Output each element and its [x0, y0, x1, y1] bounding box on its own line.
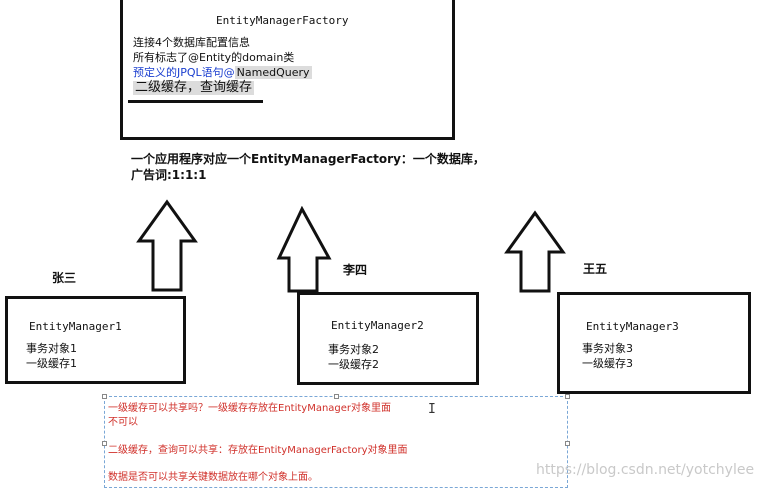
- factory-line-jpql: 预定义的JPQL语句@NamedQuery: [133, 66, 312, 80]
- factory-line-entity-classes: 所有标志了@Entity的domain类: [133, 51, 295, 64]
- factory-line-jpql-text: 预定义的JPQL语句@: [133, 66, 235, 79]
- note-line-1: 一级缓存可以共享吗？一级缓存存放在EntityManager对象里面: [108, 403, 392, 414]
- entity-manager-2-box: [297, 292, 479, 385]
- note-line-2: 不可以: [108, 417, 138, 428]
- note-line-4: 数据是否可以共享关键数据放在哪个对象上面。: [108, 472, 318, 483]
- up-arrow-1: [136, 199, 198, 292]
- caption-line-2: 广告词:1:1:1: [131, 168, 207, 182]
- entity-manager-3-box: [557, 292, 751, 394]
- note-line-3: 二级缓存，查询可以共享：存放在EntityManagerFactory对象里面: [108, 445, 408, 456]
- watermark: https://blog.csdn.net/yotchylee: [536, 462, 755, 478]
- entity-manager-3-title: EntityManager3: [586, 320, 679, 333]
- caption-line-1: 一个应用程序对应一个EntityManagerFactory：一个数据库，: [131, 152, 485, 166]
- up-arrow-2: [276, 206, 332, 293]
- entity-manager-2-transaction: 事务对象2: [328, 343, 379, 356]
- resize-handle-top-middle[interactable]: [334, 394, 339, 399]
- entity-manager-3-cache: 一级缓存3: [582, 357, 633, 370]
- resize-handle-top-left[interactable]: [102, 394, 107, 399]
- user-label-3: 王五: [583, 262, 608, 276]
- user-label-1: 张三: [52, 271, 77, 285]
- entity-manager-1-box: [5, 296, 186, 384]
- entity-manager-1-transaction: 事务对象1: [26, 342, 77, 355]
- factory-line-named-query: NamedQuery: [234, 66, 312, 79]
- resize-handle-top-right[interactable]: [565, 394, 570, 399]
- factory-underline: [128, 100, 263, 103]
- resize-handle-middle-right[interactable]: [565, 441, 570, 446]
- entity-manager-1-title: EntityManager1: [29, 320, 122, 333]
- resize-handle-middle-left[interactable]: [102, 441, 107, 446]
- entity-manager-2-title: EntityManager2: [331, 319, 424, 332]
- entity-manager-1-cache: 一级缓存1: [26, 357, 77, 370]
- entity-manager-3-transaction: 事务对象3: [582, 342, 633, 355]
- up-arrow-3: [504, 210, 566, 293]
- factory-title: EntityManagerFactory: [216, 14, 349, 27]
- entity-manager-2-cache: 一级缓存2: [328, 358, 379, 371]
- factory-line-second-level-cache: 二级缓存，查询缓存: [133, 80, 255, 95]
- factory-line-db-config: 连接4个数据库配置信息: [133, 36, 250, 49]
- text-cursor-icon: I: [428, 402, 436, 417]
- user-label-2: 李四: [343, 263, 368, 277]
